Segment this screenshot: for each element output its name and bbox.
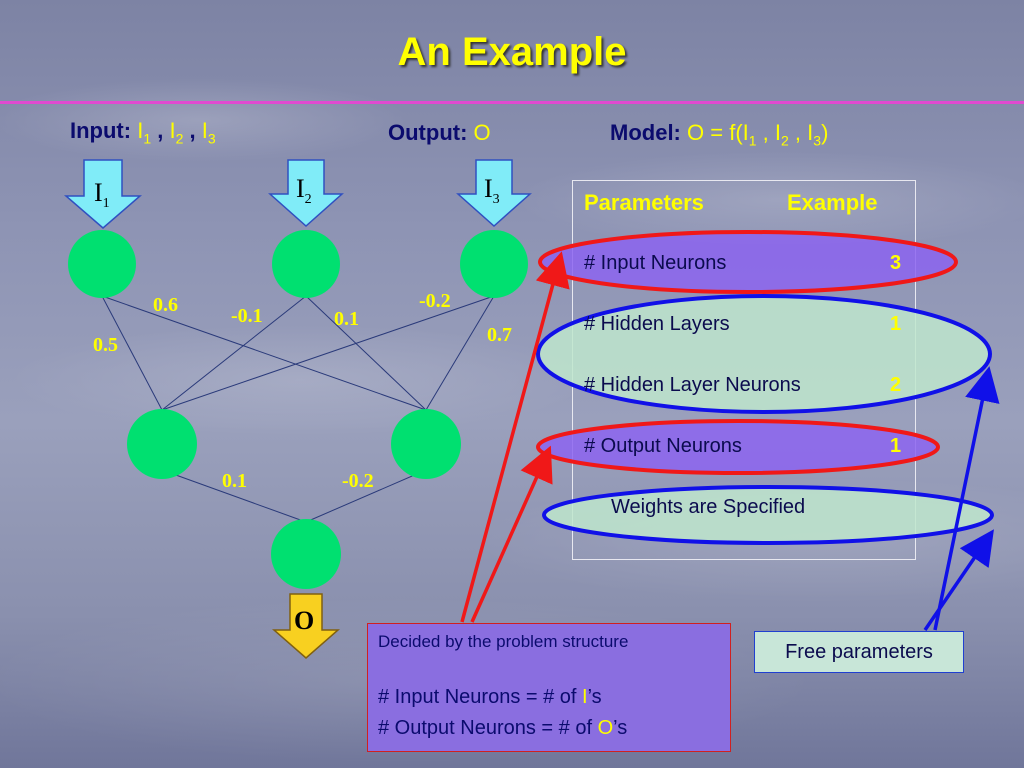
weight-label: 0.7 [487, 324, 512, 346]
hidden-node-2 [391, 409, 461, 479]
table-row-value: 1 [890, 313, 902, 335]
structure-note-title: Decided by the problem structure [378, 632, 629, 651]
weight-label: -0.2 [419, 290, 451, 312]
hidden-layers-highlight [536, 294, 992, 414]
input-heading: Input: I1 , I2 , I3 [70, 118, 216, 147]
input-label-2: I2 [296, 174, 312, 208]
slide-title: An Example [397, 30, 627, 74]
weight-label: 0.1 [334, 308, 359, 330]
output-label: O [294, 606, 315, 635]
table-header-parameters: Parameters [584, 190, 704, 215]
input-node-2 [272, 230, 340, 298]
hidden-node-1 [127, 409, 197, 479]
input-arrow-2 [268, 159, 344, 228]
table-row-label: Weights are Specified [611, 496, 806, 518]
weight-label: -0.1 [231, 305, 263, 327]
table-row-label: # Hidden Layers [584, 313, 730, 335]
connections-layer-2 [161, 469, 427, 523]
connections-layer-1 [101, 295, 495, 411]
input-label-3: I3 [484, 174, 500, 208]
weight-label: 0.5 [93, 334, 118, 356]
structure-note-line-1: # Input Neurons = # of I’s [378, 686, 602, 708]
weight-label: -0.2 [342, 470, 374, 492]
weight-label: 0.6 [153, 294, 178, 316]
input-arrow-3 [456, 159, 532, 228]
input-arrow-1 [63, 159, 143, 229]
structure-note-box: Decided by the problem structure # Input… [367, 623, 731, 752]
table-header-example: Example [787, 190, 878, 215]
highlight-ellipses [536, 230, 994, 545]
input-label-1: I1 [94, 178, 110, 212]
table-row-label: # Output Neurons [584, 435, 742, 457]
table-row-value: 2 [890, 374, 902, 396]
weight-label: 0.1 [222, 470, 247, 492]
table-row-label: # Input Neurons [584, 252, 727, 274]
table-row-value: 1 [890, 435, 902, 457]
table-row-label: # Hidden Layer Neurons [584, 374, 801, 396]
table-row-value: 3 [890, 252, 902, 274]
input-node-1 [68, 230, 136, 298]
output-arrow [272, 593, 340, 659]
output-heading: Output: O [388, 120, 491, 145]
weights-highlight [542, 485, 994, 545]
title-divider [0, 101, 1024, 104]
structure-note-line-2: # Output Neurons = # of O’s [378, 717, 628, 739]
arrow-to-input-neurons [460, 251, 570, 623]
output-node [271, 519, 341, 589]
model-heading: Model: O = f(I1 , I2 , I3) [610, 120, 829, 149]
free-parameters-box: Free parameters [754, 631, 964, 673]
arrow-to-output-neurons [470, 445, 553, 623]
neural-network-diagram [63, 159, 532, 659]
arrow-to-weights [923, 529, 994, 631]
input-node-3 [460, 230, 528, 298]
arrow-to-hidden-layers [933, 366, 1000, 631]
